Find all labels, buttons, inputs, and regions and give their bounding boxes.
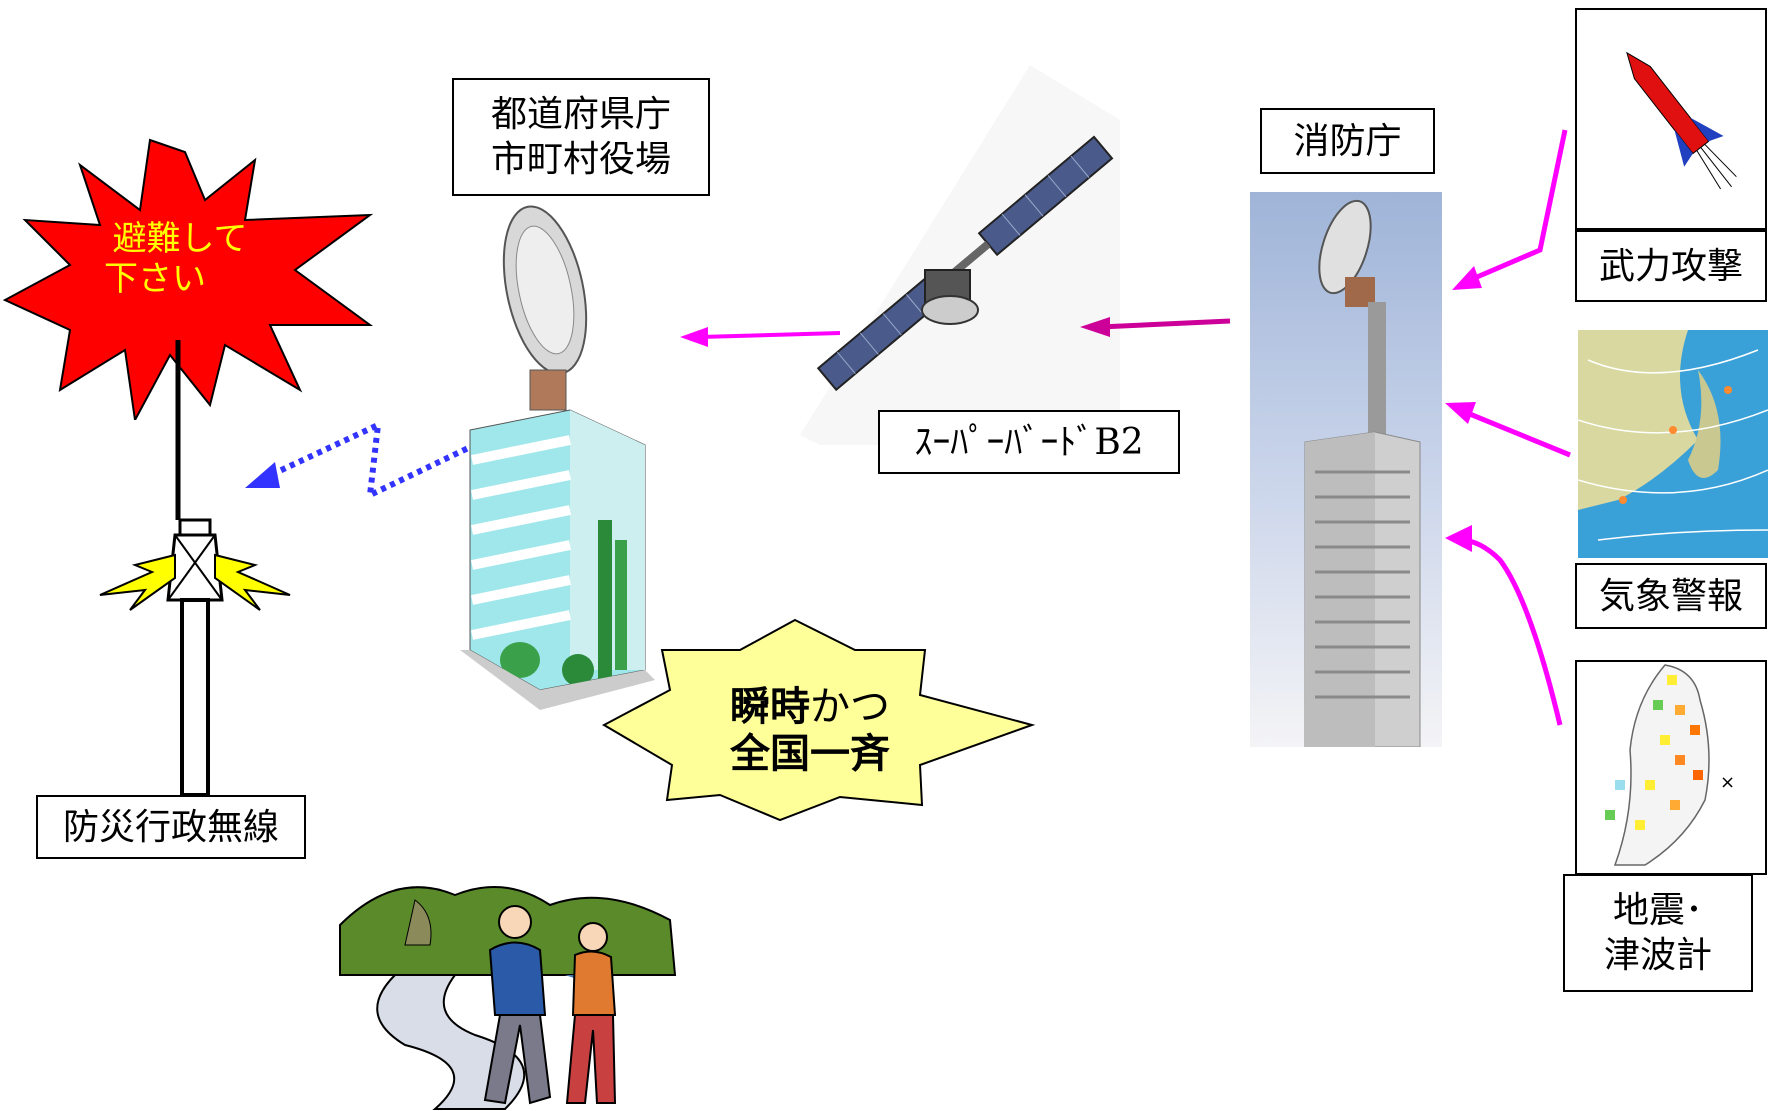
- earthquake-tsunami-label: 地震･ 津波計: [1563, 874, 1753, 992]
- prefecture-building: [460, 205, 655, 710]
- instant-text-rest: かつ: [810, 684, 890, 730]
- weather-warning-label: 気象警報: [1575, 563, 1767, 629]
- earthquake-label-line2: 津波計: [1603, 935, 1712, 976]
- prefecture-label-line2: 市町村役場: [490, 139, 671, 180]
- earthquake-label-line1: 地震･: [1612, 890, 1703, 931]
- radio-wave-arrow: [245, 420, 487, 501]
- satellite-label: ｽｰﾊﾟｰﾊﾞｰﾄﾞB2: [878, 410, 1180, 474]
- seismic-map-icon: ×: [1575, 660, 1767, 875]
- fdma-label: 消防庁: [1260, 108, 1435, 174]
- evacuate-burst: 避難して 下さい: [2, 138, 374, 420]
- building-icon: [460, 409, 655, 710]
- instant-text-line1: 瞬時かつ: [730, 684, 890, 730]
- prefecture-label-line1: 都道府県庁: [490, 94, 671, 135]
- armed-attack-label: 武力攻撃: [1575, 230, 1767, 302]
- instant-text-line2: 全国一斉: [729, 731, 890, 777]
- evacuate-text-line2: 下さい: [104, 259, 206, 299]
- svg-text:×: ×: [1720, 772, 1735, 793]
- evacuees-illustration: [339, 886, 677, 1110]
- satellite-icon: [800, 65, 1120, 445]
- arrow-armed-attack-to-fdma: [1452, 129, 1568, 290]
- weather-map-icon: [1578, 330, 1768, 558]
- siren-label: 防災行政無線: [36, 795, 306, 859]
- instant-text-bold: 瞬時: [730, 684, 810, 730]
- prefecture-label: 都道府県庁 市町村役場: [452, 78, 710, 196]
- arrow-fdma-to-satellite: [1080, 317, 1231, 337]
- evacuate-burst-shape: [2, 138, 374, 420]
- arrow-weather-to-fdma: [1445, 402, 1571, 458]
- evacuate-text-line1: 避難して: [113, 219, 248, 259]
- source-arrows: [1445, 129, 1571, 726]
- arrow-satellite-to-prefecture: [680, 327, 841, 347]
- dish-icon: [502, 205, 588, 411]
- instant-burst: 瞬時かつ 全国一斉: [601, 618, 1036, 822]
- missile-icon: [1575, 8, 1767, 230]
- tower-icon: [99, 340, 291, 797]
- fdma-building: [1250, 192, 1442, 747]
- instant-burst-shape: [601, 618, 1036, 822]
- arrow-seismic-to-fdma: [1445, 525, 1563, 726]
